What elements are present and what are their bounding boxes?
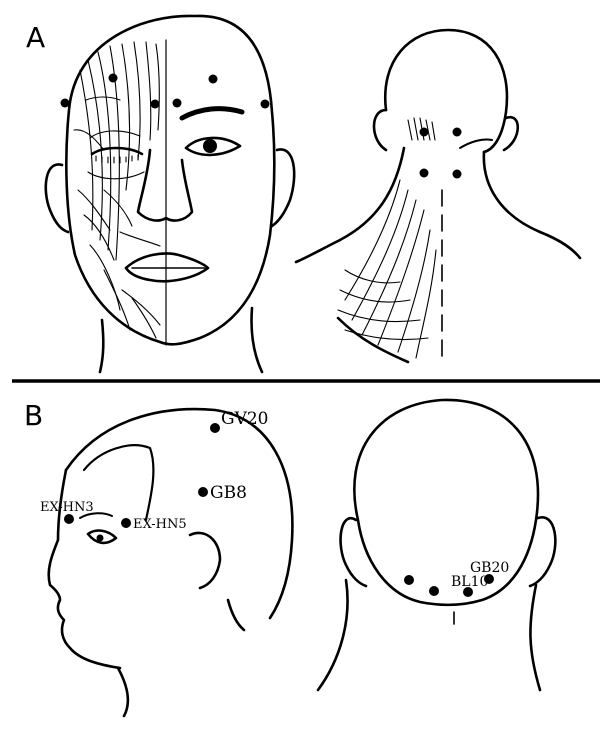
hairline-side	[84, 445, 153, 520]
acupoint-marker	[420, 169, 429, 178]
neck-right-back	[484, 152, 580, 258]
exhn5-point	[121, 518, 131, 528]
gv20-label: GV20	[221, 409, 269, 429]
shoulder-curve	[338, 318, 408, 362]
posterior-neck-illustration	[296, 30, 580, 362]
nose	[138, 150, 192, 220]
neck-right-b	[530, 585, 540, 690]
neck-left-back	[296, 148, 404, 262]
acupoint-marker	[453, 128, 462, 137]
exhn3-point	[64, 514, 74, 524]
back-head-outline-b	[354, 400, 538, 605]
panel-b: B GV20 GB8 EX-HN3 EX-HN5	[24, 399, 555, 716]
left-ear-b	[341, 518, 366, 586]
neck-left	[100, 320, 103, 372]
pupil-side	[97, 535, 104, 542]
acupoint-marker	[209, 75, 218, 84]
front-face-illustration	[46, 16, 294, 372]
acupoint-marker	[404, 575, 414, 585]
panel-a-label: A	[26, 21, 45, 54]
right-pupil	[203, 139, 217, 153]
neck-front-side	[118, 668, 128, 716]
acupoint-marker	[173, 99, 182, 108]
ear-side	[190, 533, 220, 588]
left-ear	[46, 164, 68, 232]
neck-muscle-hatching	[338, 118, 436, 358]
panel-b-label: B	[24, 399, 43, 432]
back-head-illustration-b: GB20 BL10	[318, 400, 555, 690]
acupoint-marker	[151, 100, 160, 109]
acupoint-marker	[420, 128, 429, 137]
gv20-point	[210, 423, 220, 433]
neck-back-side	[228, 600, 244, 630]
facial-muscle-hatching	[74, 42, 160, 338]
back-head-outline	[385, 30, 507, 152]
panel-a: A	[26, 16, 580, 372]
gb8-label: GB8	[210, 483, 247, 503]
acupoint-marker	[61, 99, 70, 108]
exhn5-label: EX-HN5	[133, 517, 187, 532]
acupoint-marker	[453, 170, 462, 179]
right-eyebrow	[182, 109, 242, 118]
acupoint-marker	[429, 586, 439, 596]
side-profile-illustration: GV20 GB8 EX-HN3 EX-HN5	[40, 409, 292, 716]
acupoint-marker	[109, 74, 118, 83]
right-ear-back	[504, 117, 518, 150]
bl10-label: BL10	[451, 574, 488, 590]
neck-right	[251, 308, 262, 372]
left-ear-back	[374, 110, 386, 150]
face-outline	[66, 16, 274, 344]
left-eye-closed	[92, 148, 142, 154]
exhn3-label: EX-HN3	[40, 500, 94, 515]
hairline-back	[460, 139, 492, 148]
acupoint-marker	[261, 100, 270, 109]
neck-left-b	[318, 580, 348, 690]
gb8-point	[198, 487, 208, 497]
